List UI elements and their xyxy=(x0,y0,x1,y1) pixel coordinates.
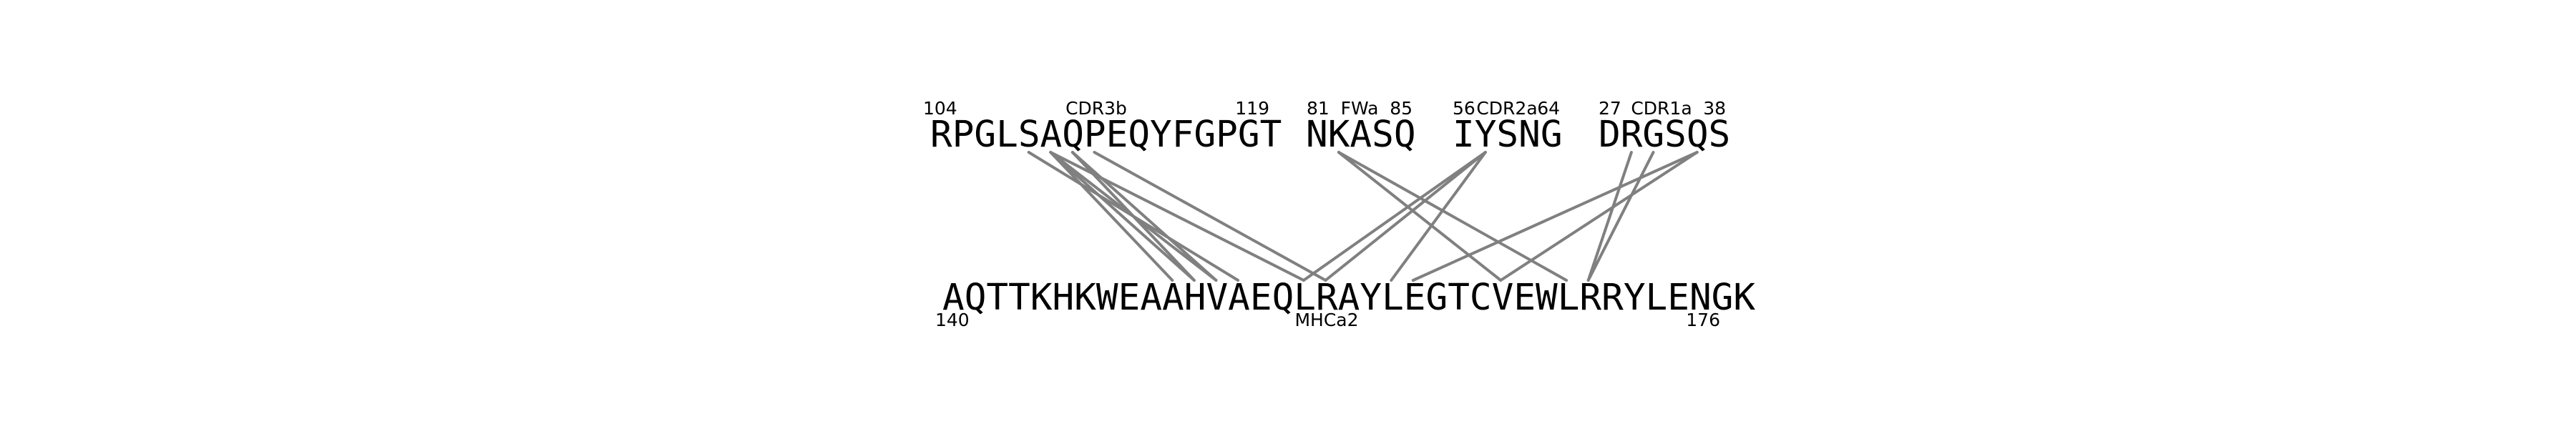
mhca2-region-label: MHCa2 xyxy=(1294,310,1358,330)
cdr2a-region-label: CDR2a xyxy=(1476,98,1537,119)
fwa-end-label: 85 xyxy=(1390,98,1413,119)
contact-line-cdr1a-1-to-mhca2-29 xyxy=(1586,151,1633,282)
cdr1a-end-label: 38 xyxy=(1703,98,1726,119)
mhca2-sequence: AQTTKHKWEAAHVAEQLRAYLEGTCVEWLRRYLENGK xyxy=(942,277,1755,319)
cdr1a-start-label: 27 xyxy=(1599,98,1621,119)
contact-line-cdr3b-7-to-mhca2-17 xyxy=(1093,151,1327,282)
cdr1a-sequence: DRGSQS xyxy=(1599,114,1730,156)
contact-line-cdr2a-1-to-mhca2-17 xyxy=(1324,151,1487,282)
cdr2a-start-label: 56 xyxy=(1453,98,1475,119)
contact-line-cdr1a-2-to-mhca2-29 xyxy=(1586,151,1655,282)
cdr2a-end-label: 64 xyxy=(1537,98,1560,119)
contact-line-cdr2a-1-to-mhca2-16 xyxy=(1302,151,1487,282)
contact-line-cdr3b-6-to-mhca2-11 xyxy=(1070,151,1196,282)
contact-lines xyxy=(1027,151,1699,282)
contact-line-cdr3b-5-to-mhca2-11 xyxy=(1049,151,1196,282)
contact-line-cdr3b-6-to-mhca2-12 xyxy=(1070,151,1218,282)
mhca2-end-label: 176 xyxy=(1686,310,1720,330)
contact-line-cdr1a-4-to-mhca2-21 xyxy=(1411,151,1699,282)
cdr3b-sequence: RPGLSAQPEQYFGPGT xyxy=(930,114,1282,156)
contact-line-fwa-1-to-mhca2-28 xyxy=(1337,151,1568,282)
fwa-sequence: NKASQ xyxy=(1306,114,1416,156)
cdr3b-end-label: 119 xyxy=(1235,98,1269,119)
fwa-start-label: 81 xyxy=(1307,98,1330,119)
fwa-region-label: FWa xyxy=(1341,98,1379,119)
cdr3b-start-label: 104 xyxy=(923,98,957,119)
contact-line-cdr3b-5-to-mhca2-10 xyxy=(1049,151,1174,282)
cdr2a-sequence: IYSNG xyxy=(1453,114,1563,156)
contact-line-cdr1a-4-to-mhca2-25 xyxy=(1499,151,1699,282)
contact-line-fwa-1-to-mhca2-25 xyxy=(1337,151,1503,282)
contact-line-cdr2a-1-to-mhca2-20 xyxy=(1390,151,1487,282)
mhca2-start-label: 140 xyxy=(935,310,970,330)
cdr1a-region-label: CDR1a xyxy=(1631,98,1692,119)
cdr3b-region-label: CDR3b xyxy=(1065,98,1127,119)
